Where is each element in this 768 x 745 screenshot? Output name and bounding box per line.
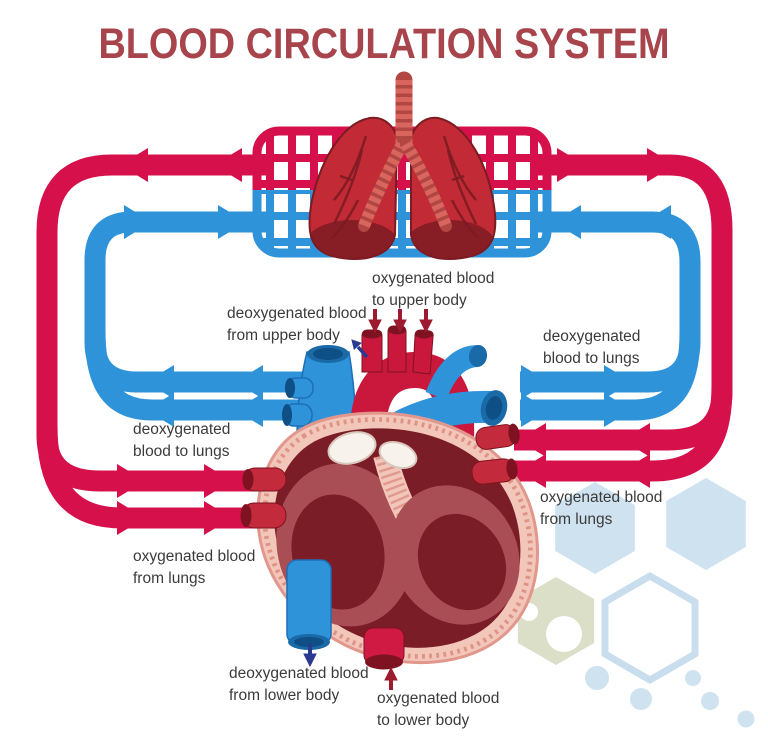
artery-pipe-left: [36, 154, 272, 529]
flow-arrowheads: [117, 148, 675, 535]
hexagon-decoration: [517, 478, 755, 728]
vein-pipe-left: [84, 211, 304, 421]
lungs-illustration: [308, 116, 497, 260]
label-deoxygenated-to-lungs-left: deoxygenated blood to lungs: [133, 421, 231, 460]
arrow-down-blue-icon: [303, 644, 317, 668]
label-oxygenated-from-lungs-right: oxygenated blood from lungs: [540, 489, 663, 528]
label-deoxygenated-to-lungs-right: deoxygenated blood to lungs: [543, 328, 641, 367]
trachea-icon: [358, 71, 452, 232]
label-oxygenated-from-lungs-left: oxygenated blood from lungs: [133, 548, 256, 587]
heart-illustration: [240, 325, 540, 670]
label-oxygenated-to-upper-body: oxygenated blood to upper body: [372, 270, 495, 309]
annotation-arrows: [303, 309, 433, 690]
arrow-down-icon: [368, 309, 433, 334]
label-deoxygenated-from-lower-body: deoxygenated blood from lower body: [229, 665, 369, 704]
lung-veins: [331, 135, 479, 239]
label-oxygenated-to-lower-body: oxygenated blood to lower body: [377, 690, 500, 729]
label-deoxygenated-from-upper-body: deoxygenated blood from upper body: [227, 305, 367, 344]
arrow-up-left-icon: [351, 339, 369, 359]
artery-pipe-right: [514, 154, 733, 482]
arrow-up-red-icon: [384, 666, 398, 690]
page-title: BLOOD CIRCULATION SYSTEM: [98, 20, 670, 68]
